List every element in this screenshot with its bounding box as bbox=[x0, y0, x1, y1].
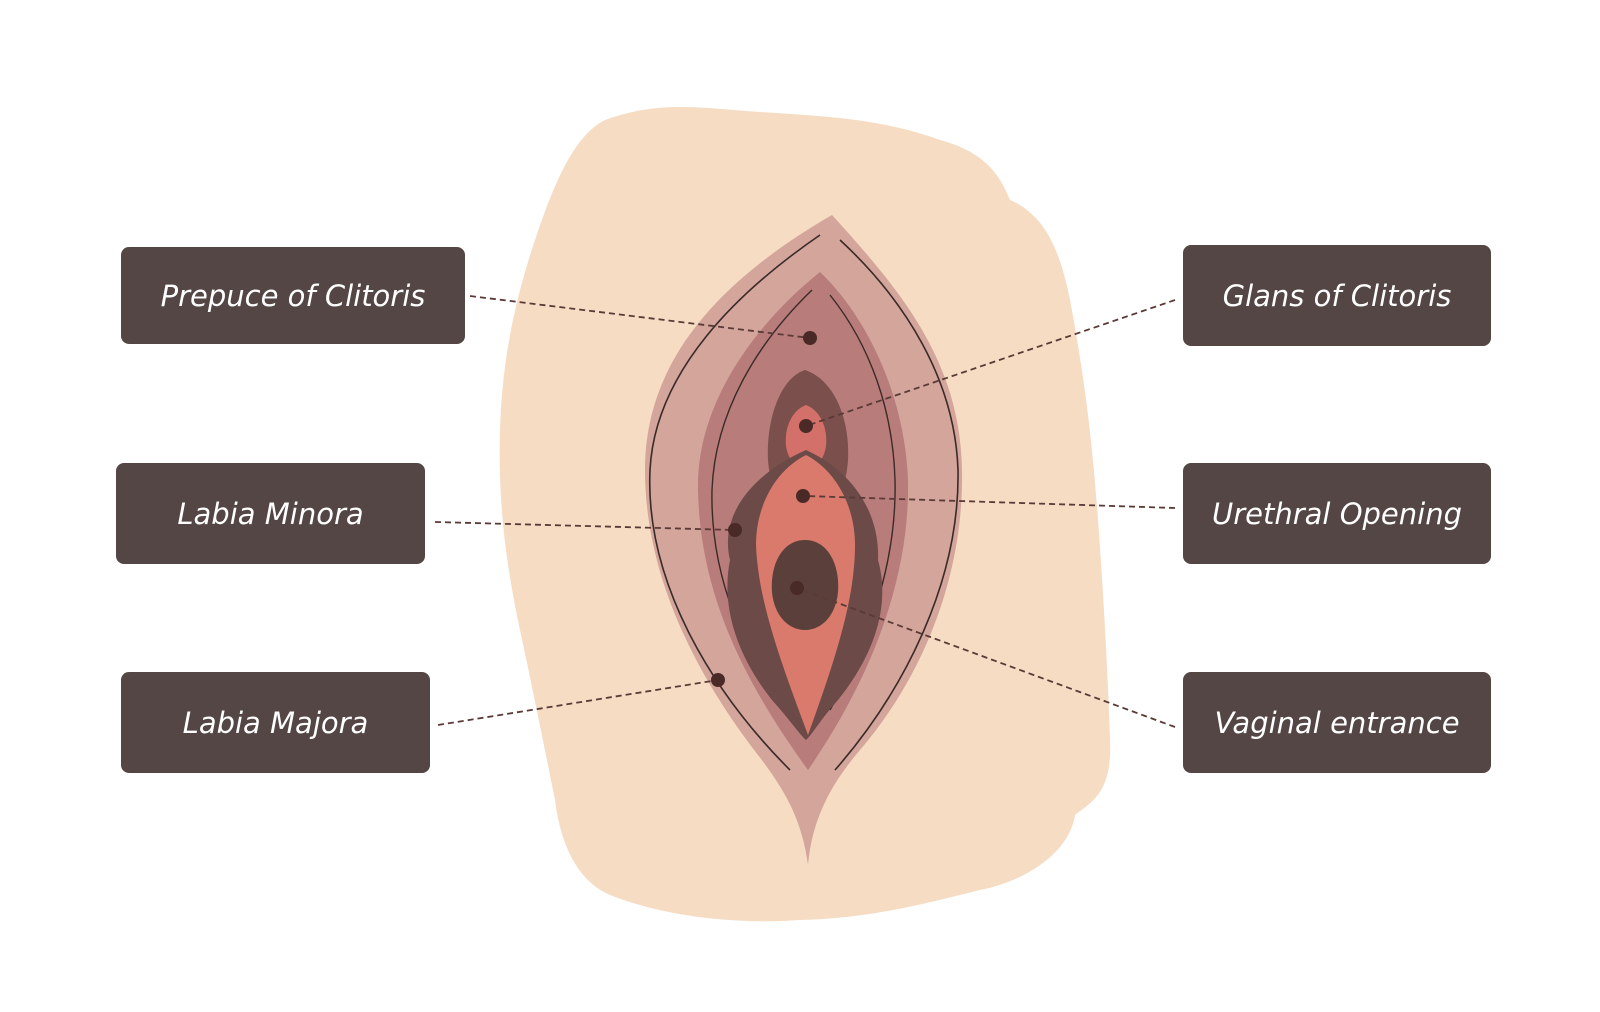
marker-dots bbox=[711, 331, 817, 687]
labia-majora-outline-right bbox=[834, 239, 959, 771]
dot-labia-minora bbox=[728, 523, 742, 537]
label-prepuce-of-clitoris: Prepuce of Clitoris bbox=[121, 247, 465, 344]
label-text: Vaginal entrance bbox=[1214, 705, 1460, 740]
leader-line-prepuce bbox=[469, 295, 811, 339]
label-labia-majora: Labia Majora bbox=[121, 672, 430, 773]
dot-labia-majora bbox=[711, 673, 725, 687]
dot-urethral bbox=[796, 489, 810, 503]
leader-line-glans bbox=[805, 299, 1176, 427]
dot-vaginal bbox=[790, 581, 804, 595]
dot-glans bbox=[799, 419, 813, 433]
leader-line-urethral bbox=[804, 495, 1176, 509]
label-text: Glans of Clitoris bbox=[1222, 278, 1452, 313]
label-vaginal-entrance: Vaginal entrance bbox=[1183, 672, 1491, 773]
label-labia-minora: Labia Minora bbox=[116, 463, 425, 564]
leader-line-labia-minora bbox=[434, 521, 736, 531]
label-urethral-opening: Urethral Opening bbox=[1183, 463, 1491, 564]
label-text: Labia Majora bbox=[182, 705, 369, 740]
vaginal-opening-shape bbox=[771, 540, 839, 630]
leader-line-labia-majora bbox=[437, 679, 719, 726]
glans-shape bbox=[785, 405, 827, 468]
labia-majora-outline bbox=[648, 234, 821, 771]
leader-lines bbox=[434, 295, 1176, 728]
label-text: Labia Minora bbox=[177, 496, 364, 531]
dot-prepuce bbox=[803, 331, 817, 345]
leader-line-vaginal bbox=[796, 587, 1176, 728]
label-glans-of-clitoris: Glans of Clitoris bbox=[1183, 245, 1491, 346]
label-text: Prepuce of Clitoris bbox=[160, 278, 426, 313]
label-text: Urethral Opening bbox=[1211, 496, 1462, 531]
